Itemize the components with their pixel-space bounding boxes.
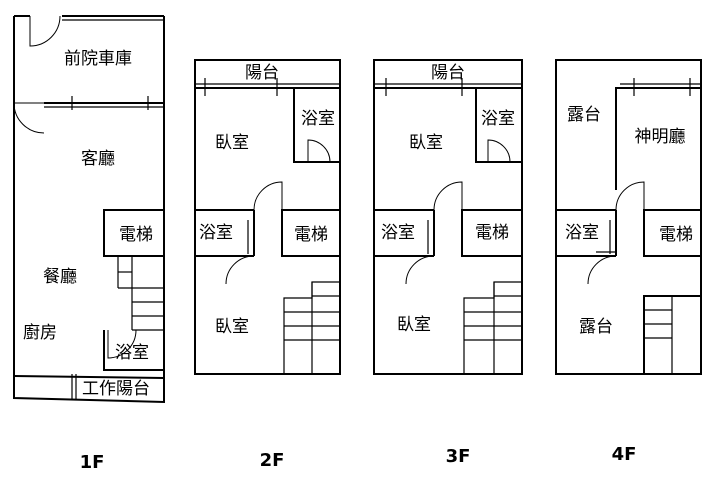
3f-front-bath-wall bbox=[475, 88, 522, 163]
4f-terrace-front-label: 露台 bbox=[567, 105, 601, 125]
2f-front-bath-door bbox=[307, 139, 331, 163]
1f-stairs bbox=[117, 256, 164, 331]
floor-3f-plan: 陽台 臥室 浴室 浴室 電梯 臥室 bbox=[373, 59, 523, 375]
floor-label-1f: 1F bbox=[80, 452, 105, 473]
2f-bath-mid-label: 浴室 bbox=[199, 223, 233, 243]
1f-elevator-box bbox=[103, 209, 165, 257]
2f-bedroom-front-label: 臥室 bbox=[215, 133, 249, 153]
2f-elevator-label: 電梯 bbox=[294, 225, 328, 245]
2f-back-door bbox=[225, 255, 255, 285]
2f-stairs bbox=[283, 281, 340, 374]
3f-hall-door bbox=[433, 181, 463, 211]
2f-balcony-label: 陽台 bbox=[245, 63, 279, 83]
floor-2f-plan: 陽台 臥室 浴室 浴室 電梯 臥室 bbox=[194, 59, 341, 375]
4f-bath-label: 浴室 bbox=[565, 223, 599, 243]
floor-1f-plan: 前院車庫 客廳 電梯 餐廳 廚房 浴室 工作陽台 bbox=[13, 15, 165, 404]
1f-elevator-label: 電梯 bbox=[119, 225, 153, 245]
floor-4f-plan: 露台 神明廳 浴室 電梯 露台 bbox=[555, 59, 702, 375]
4f-shrine-hall-label: 神明廳 bbox=[635, 127, 686, 147]
3f-bath-front-label: 浴室 bbox=[481, 109, 515, 129]
4f-stairs bbox=[644, 296, 673, 374]
1f-bath-door bbox=[107, 329, 137, 359]
2f-front-bath-wall bbox=[293, 88, 340, 163]
3f-elevator-box bbox=[461, 209, 523, 257]
3f-stairs bbox=[463, 281, 522, 374]
1f-garage-door bbox=[13, 102, 45, 134]
1f-kitchen-label: 廚房 bbox=[23, 322, 57, 343]
3f-elevator-label: 電梯 bbox=[475, 223, 509, 243]
floor-label-4f: 4F bbox=[612, 444, 637, 465]
2f-bath-front-label: 浴室 bbox=[301, 109, 335, 129]
1f-front-door bbox=[29, 15, 61, 47]
3f-back-door bbox=[405, 255, 435, 285]
floor-label-3f: 3F bbox=[446, 446, 471, 467]
3f-balcony-label: 陽台 bbox=[431, 63, 465, 83]
3f-bath-mid-label: 浴室 bbox=[381, 223, 415, 243]
4f-shrine-wall bbox=[615, 87, 701, 190]
1f-bath-wall bbox=[103, 330, 164, 371]
4f-elevator-label: 電梯 bbox=[659, 225, 693, 245]
1f-dining-label: 餐廳 bbox=[43, 267, 77, 287]
2f-elevator-box bbox=[281, 209, 341, 257]
4f-hall-door bbox=[615, 181, 645, 211]
3f-bedroom-front-label: 臥室 bbox=[409, 133, 443, 153]
4f-terrace-back-label: 露台 bbox=[579, 317, 613, 337]
1f-bath-label: 浴室 bbox=[115, 343, 149, 363]
1f-garage-label: 前院車庫 bbox=[64, 49, 132, 69]
1f-work-balcony-label: 工作陽台 bbox=[82, 379, 150, 399]
3f-bedroom-back-label: 臥室 bbox=[397, 315, 431, 335]
3f-front-bath-door bbox=[487, 139, 511, 163]
2f-bedroom-back-label: 臥室 bbox=[215, 317, 249, 337]
2f-hall-door bbox=[253, 181, 283, 211]
1f-living-label: 客廳 bbox=[81, 149, 115, 169]
4f-elevator-box bbox=[643, 209, 702, 257]
4f-back-door bbox=[587, 255, 617, 285]
floor-label-2f: 2F bbox=[260, 450, 285, 471]
